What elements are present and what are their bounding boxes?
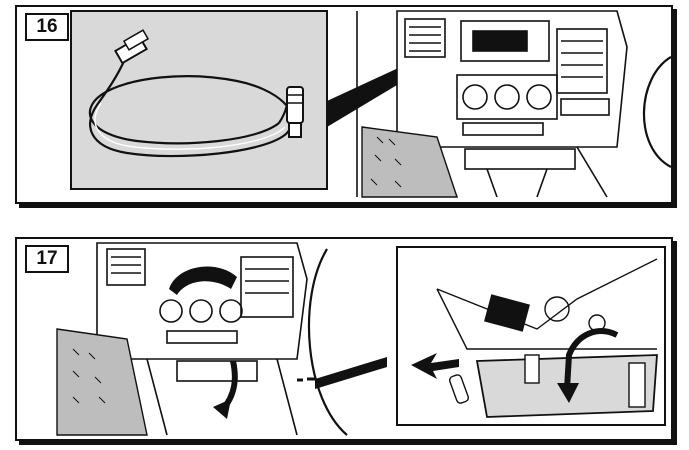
carpet-area	[361, 126, 458, 198]
glovebox-inset	[396, 246, 666, 426]
dashboard-illustration	[96, 242, 348, 436]
step-16-panel: 16	[15, 5, 673, 204]
cable-inset	[70, 10, 328, 190]
step-17-illustration	[56, 242, 666, 436]
arrow-icon	[411, 353, 459, 379]
pointer-wedge	[315, 357, 387, 389]
step-number-17: 17	[25, 245, 69, 273]
step-number-16: 16	[25, 13, 69, 41]
vent-removed	[169, 266, 237, 295]
step-17-panel: 17	[15, 237, 673, 441]
step-16-illustration	[70, 10, 671, 198]
arrow-icon	[564, 328, 619, 390]
carpet-area	[56, 328, 148, 436]
